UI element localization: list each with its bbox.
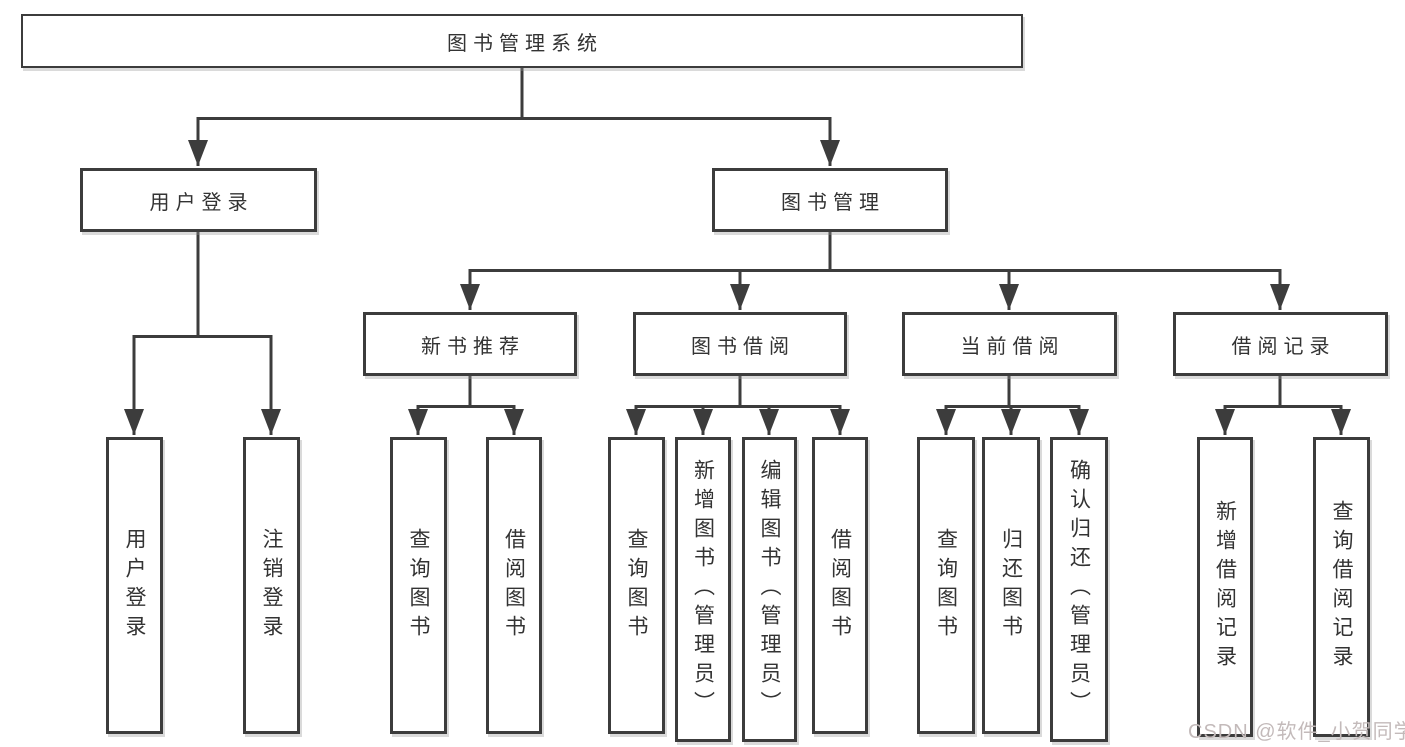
node-label: 注销登录 xyxy=(260,527,283,644)
node-current-borrowing: 当前借阅 xyxy=(902,312,1117,376)
node-book-borrowing: 图书借阅 xyxy=(633,312,847,376)
node-label: 图书管理 xyxy=(781,191,885,214)
node-label: 借阅图书 xyxy=(502,527,526,644)
node-new-book-recommendation: 新书推荐 xyxy=(363,312,577,376)
node-label: 新增图书（管理员） xyxy=(691,459,715,720)
node-label: 图书借阅 xyxy=(691,335,795,358)
leaf-borrow-books-recommend: 借阅图书 xyxy=(486,437,542,734)
leaf-query-books-borrow: 查询图书 xyxy=(608,437,665,734)
node-label: 当前借阅 xyxy=(960,335,1065,358)
watermark: CSDN @软件_小贺同学 xyxy=(1188,721,1405,743)
node-label: 确认归还（管理员） xyxy=(1067,459,1091,720)
leaf-return-books: 归还图书 xyxy=(982,437,1040,734)
node-label: 归还图书 xyxy=(999,527,1023,644)
node-label: 查询图书 xyxy=(407,527,430,644)
leaf-query-books-current: 查询图书 xyxy=(917,437,975,734)
node-borrowing-records: 借阅记录 xyxy=(1173,312,1388,376)
node-label: 借阅图书 xyxy=(828,527,852,644)
node-label: 查询借阅记录 xyxy=(1330,500,1353,674)
leaf-edit-books-admin: 编辑图书（管理员） xyxy=(742,437,797,742)
node-label: 借阅记录 xyxy=(1231,335,1336,358)
leaf-add-books-admin: 新增图书（管理员） xyxy=(675,437,731,742)
node-label: 用户登录 xyxy=(123,527,146,644)
leaf-borrow-books: 借阅图书 xyxy=(812,437,868,734)
node-label: 查询图书 xyxy=(934,527,958,644)
node-user-login: 用户登录 xyxy=(80,168,317,232)
node-book-management: 图书管理 xyxy=(712,168,948,232)
node-label: 新书推荐 xyxy=(421,335,525,358)
node-label: 新增借阅记录 xyxy=(1213,500,1237,674)
node-label: 编辑图书（管理员） xyxy=(758,459,781,720)
node-label: 图书管理系统 xyxy=(447,32,603,55)
node-library-management-system: 图书管理系统 xyxy=(21,14,1023,68)
leaf-add-borrow-record: 新增借阅记录 xyxy=(1197,437,1253,737)
leaf-query-borrow-record: 查询借阅记录 xyxy=(1313,437,1370,737)
node-label: 用户登录 xyxy=(149,191,254,214)
leaf-user-login: 用户登录 xyxy=(106,437,163,734)
leaf-logout: 注销登录 xyxy=(243,437,300,734)
node-label: 查询图书 xyxy=(625,527,648,644)
leaf-confirm-return-admin: 确认归还（管理员） xyxy=(1050,437,1108,742)
leaf-query-books-recommend: 查询图书 xyxy=(390,437,447,734)
